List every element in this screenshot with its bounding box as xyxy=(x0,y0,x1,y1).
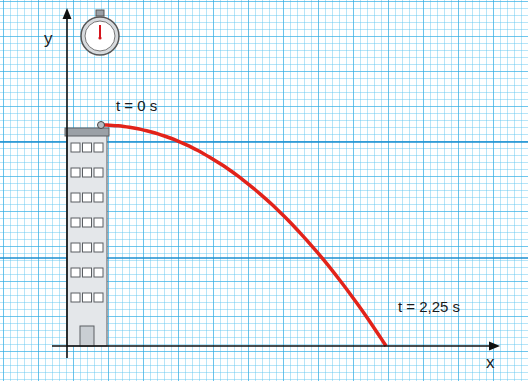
time-label: t = 2,25 s xyxy=(398,299,460,314)
axes xyxy=(52,8,500,358)
building xyxy=(65,128,109,346)
axis-label: x xyxy=(486,354,495,371)
time-label: t = 0 s xyxy=(116,98,157,113)
ball xyxy=(98,122,105,129)
stopwatch xyxy=(81,10,119,55)
axis-label: y xyxy=(44,30,53,47)
trajectory xyxy=(101,125,386,346)
